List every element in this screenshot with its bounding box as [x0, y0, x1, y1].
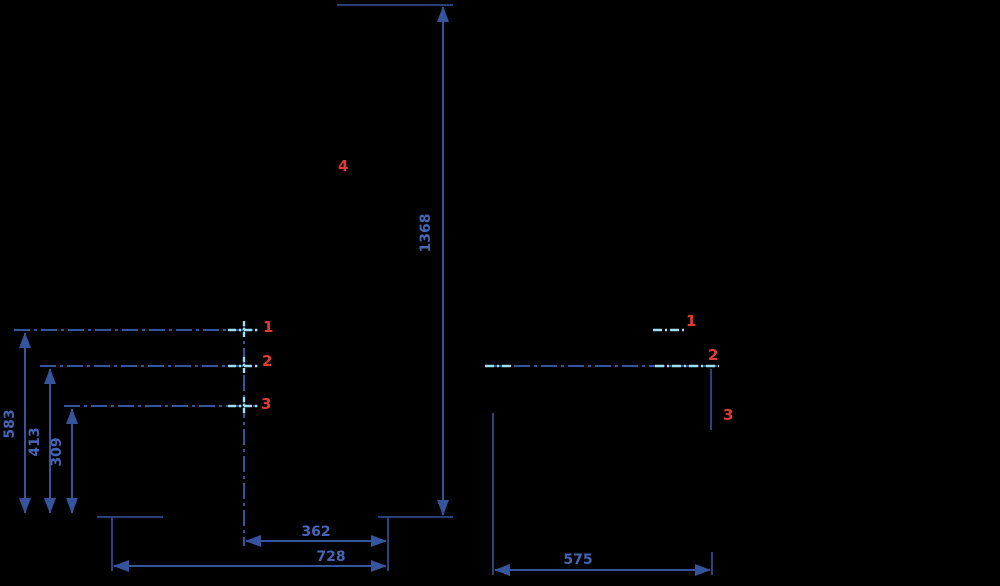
- callout-point3: 3: [261, 395, 271, 413]
- front-view: 575 1 2 3: [485, 312, 733, 577]
- target-marker-point3: [228, 397, 260, 415]
- callout-point2: 2: [708, 346, 718, 364]
- callout-point3: 3: [723, 406, 733, 424]
- overall-width-label: 575: [563, 552, 592, 568]
- callout-point4: 4: [338, 157, 348, 175]
- height3-label: 309: [49, 437, 65, 466]
- height1-label: 583: [2, 409, 18, 438]
- side-view: 1368 362 728 583 413 309: [2, 4, 453, 573]
- overall-height-label: 1368: [418, 214, 434, 253]
- front-offset-label: 362: [301, 524, 330, 540]
- target-marker-point2: [228, 357, 260, 375]
- callout-point1: 1: [686, 312, 696, 330]
- height2-label: 413: [27, 427, 43, 456]
- callout-point1: 1: [263, 318, 273, 336]
- callout-point2: 2: [262, 352, 272, 370]
- target-marker-point1: [228, 321, 260, 339]
- base-length-label: 728: [316, 549, 345, 565]
